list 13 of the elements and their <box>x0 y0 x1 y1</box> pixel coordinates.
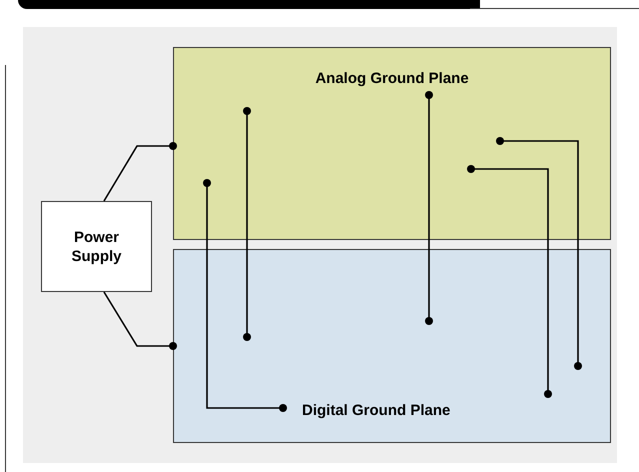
signal-trace <box>496 137 582 370</box>
power-supply-box <box>41 201 152 292</box>
ground-plane <box>173 249 611 443</box>
signal-trace <box>203 179 287 412</box>
signal-trace <box>467 165 552 398</box>
signal-trace <box>243 107 251 341</box>
node-label: Power Supply <box>70 228 122 266</box>
power-wire <box>103 142 177 202</box>
signal-trace <box>425 91 433 325</box>
power-wire <box>103 292 177 350</box>
node-label: Digital Ground Plane <box>302 401 450 421</box>
node-label: Analog Ground Plane <box>314 69 470 89</box>
ground-plane <box>173 47 611 240</box>
